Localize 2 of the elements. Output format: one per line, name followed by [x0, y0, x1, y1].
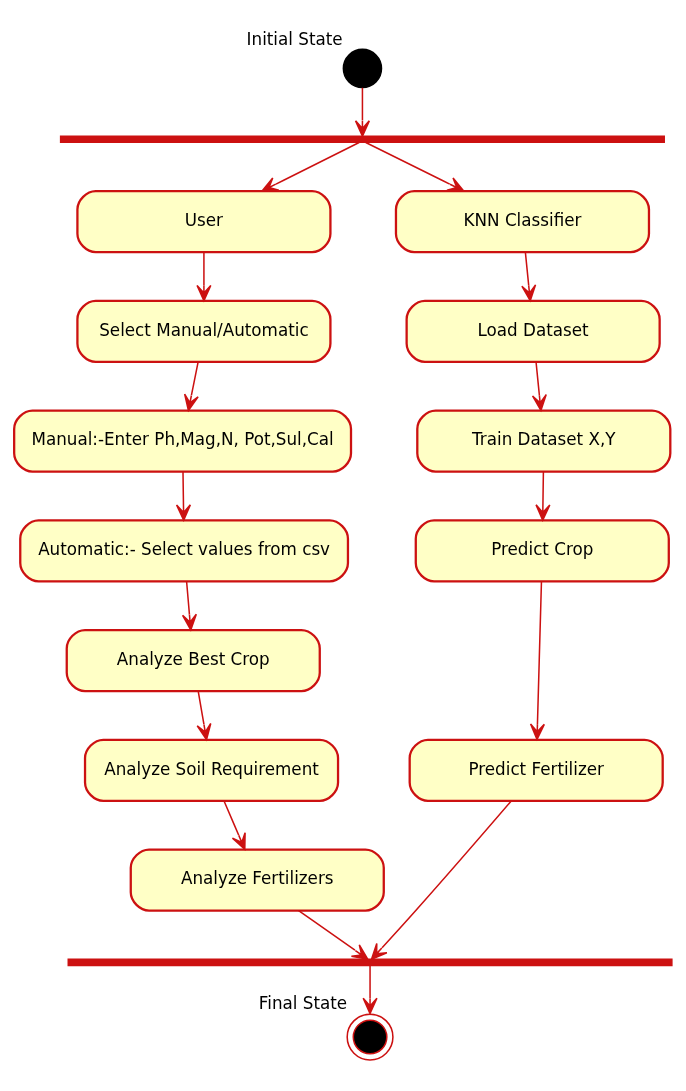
node-label: Initial State [246, 28, 343, 49]
node-label: Final State [258, 993, 348, 1014]
